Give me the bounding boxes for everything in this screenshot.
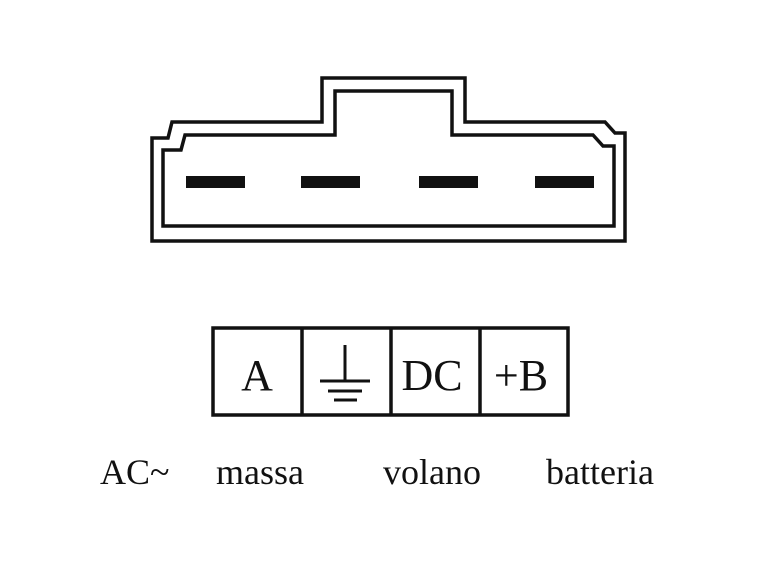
pin-label-plus-b: +B xyxy=(494,351,548,400)
description-ac: AC~ xyxy=(100,452,170,492)
description-batteria: batteria xyxy=(546,452,654,492)
pin-3 xyxy=(419,176,478,188)
ground-icon xyxy=(320,345,370,402)
connector-housing xyxy=(150,76,627,243)
pin-label-a: A xyxy=(241,351,273,400)
connector-inner-outline xyxy=(161,89,616,228)
pin-1 xyxy=(186,176,245,188)
description-massa: massa xyxy=(216,452,304,492)
connector-pins xyxy=(186,176,594,188)
pin-table xyxy=(211,326,570,417)
connector-outer-outline xyxy=(150,76,627,243)
pin-2 xyxy=(301,176,360,188)
pin-4 xyxy=(535,176,594,188)
description-volano: volano xyxy=(383,452,481,492)
pin-label-dc: DC xyxy=(401,351,462,400)
